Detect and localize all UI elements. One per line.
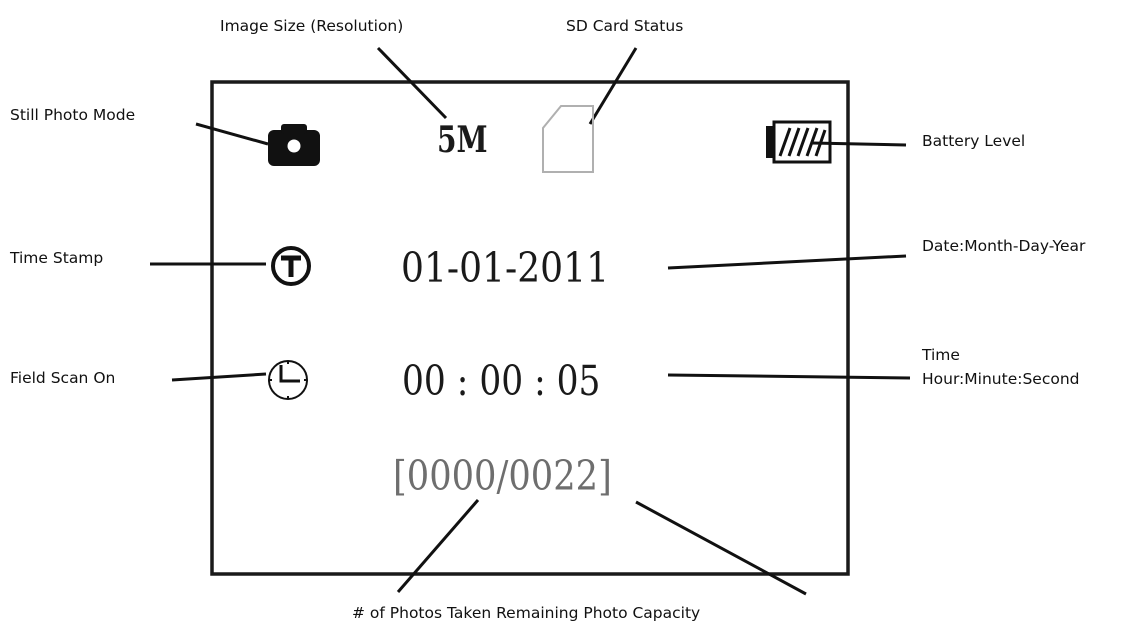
leader-image-size: [376, 46, 448, 120]
sd-card-icon: [542, 105, 594, 173]
callout-date: Date:Month-Day-Year: [922, 237, 1086, 255]
date-value: 01-01-2011: [401, 244, 610, 292]
callout-time-line1: Time: [922, 346, 960, 364]
photo-counter-value: [0000/0022]: [393, 452, 612, 500]
display-screen-frame: [210, 80, 850, 576]
battery-icon: [766, 120, 832, 164]
clock-icon: [268, 360, 308, 400]
callout-sd-card-status: SD Card Status: [566, 17, 684, 35]
callout-time-stamp: Time Stamp: [10, 249, 104, 267]
leader-field-scan: [171, 372, 267, 382]
leader-time: [667, 373, 911, 380]
callout-photo-counter: # of Photos Taken Remaining Photo Capaci…: [352, 604, 701, 622]
leader-still-photo: [195, 122, 269, 146]
leader-date: [667, 254, 907, 270]
resolution-value: 5M: [437, 119, 488, 161]
camera-icon: [268, 124, 320, 166]
callout-still-photo-mode: Still Photo Mode: [10, 106, 136, 124]
callout-battery-level: Battery Level: [922, 132, 1026, 150]
time-stamp-icon: [271, 246, 311, 286]
leader-remaining-capacity: [635, 500, 807, 596]
leader-sd-card: [588, 47, 638, 125]
callout-time-line2: Hour:Minute:Second: [922, 370, 1080, 388]
callout-field-scan: Field Scan On: [10, 369, 116, 387]
time-value: 00 : 00 : 05: [402, 357, 601, 405]
callout-image-size: Image Size (Resolution): [220, 17, 404, 35]
leader-battery: [811, 141, 907, 147]
leader-photos-taken: [396, 499, 480, 593]
